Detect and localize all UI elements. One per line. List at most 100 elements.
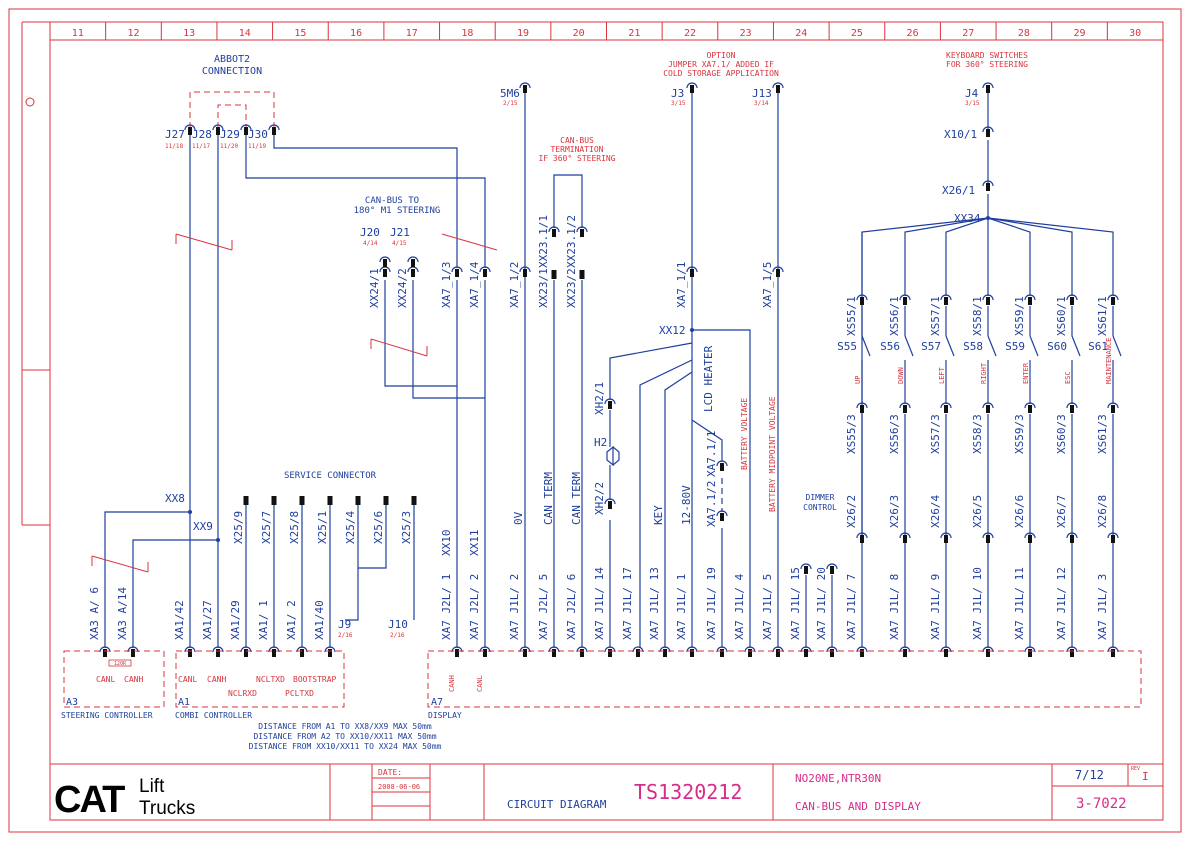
bottom-connector-label: XA1/ 1 — [257, 600, 270, 640]
column-number: 30 — [1129, 28, 1141, 39]
a7-pin-canh: CANH — [448, 675, 456, 692]
bottom-connector-label: XA7 J1L/ 12 — [1055, 567, 1068, 640]
node-xx34: XX34 — [954, 212, 981, 225]
connector-socket — [686, 266, 698, 277]
a3-id: A3 — [66, 697, 78, 708]
ref-j29: J29 — [220, 128, 240, 141]
node-xx11: XX11 — [468, 530, 481, 557]
connector-label: XA7.1/2 — [705, 481, 718, 527]
switch-top-label: XS60/1 — [1055, 296, 1068, 336]
option-note-3: COLD STORAGE APPLICATION — [663, 69, 779, 78]
service-pin — [243, 496, 249, 505]
bottom-socket — [744, 646, 756, 657]
switch-bottom-socket — [1107, 402, 1119, 413]
bottom-socket — [899, 646, 911, 657]
a1-pin-bootstrap: BOOTSTRAP — [293, 675, 337, 684]
a7-id: A7 — [431, 697, 443, 708]
connector-label: XX24/2 — [396, 268, 409, 308]
service-pin-label: X25/1 — [316, 511, 329, 544]
a7-pin-canl: CANL — [476, 675, 484, 692]
switch-label: S55 — [837, 340, 857, 353]
x26-label: X26/2 — [845, 495, 858, 528]
connector-label: XX23.1/1 — [537, 215, 550, 268]
x26-label: X26/3 — [888, 495, 901, 528]
connector-label: XA7_1/1 — [675, 262, 688, 308]
connector-socket — [379, 266, 391, 277]
a1-id: A1 — [178, 697, 190, 708]
service-pin-label: X25/8 — [288, 511, 301, 544]
ref-j28: J28 — [192, 128, 212, 141]
switch-top-label: XS58/1 — [971, 296, 984, 336]
distance-note-2: DISTANCE FROM A2 TO XX10/XX11 MAX 50mm — [253, 732, 436, 741]
connector-socket — [716, 510, 728, 521]
switch-top-socket — [982, 294, 994, 305]
bottom-connector-label: XA7 J1L/ 9 — [929, 574, 942, 640]
connector-label: XA7_1/3 — [440, 262, 453, 308]
x26-label: X26/5 — [971, 495, 984, 528]
keyboard-note-1: KEYBOARD SWITCHES — [946, 51, 1028, 60]
a7-name: DISPLAY — [428, 711, 462, 720]
switch-label: S60 — [1047, 340, 1067, 353]
node-xx9: XX9 — [193, 520, 213, 533]
switch-label: S56 — [880, 340, 900, 353]
connector-label: XH2/2 — [593, 482, 606, 515]
x26-label: X26/6 — [1013, 495, 1026, 528]
abbot-connection: ABBOT2 CONNECTION — [189, 54, 275, 128]
ref-j30-page: 11/19 — [248, 143, 266, 150]
a3-pin-canl: CANL — [96, 675, 115, 684]
switch-bottom-label: XS60/3 — [1055, 414, 1068, 454]
reference-socket — [686, 82, 698, 93]
a1-pin-nclrxd: NCLRXD — [228, 689, 257, 698]
jumper-socket — [184, 124, 196, 135]
switch-top-socket — [1107, 294, 1119, 305]
connector-socket — [548, 226, 560, 237]
bottom-connector-label: XA7 J1L/ 17 — [621, 567, 634, 640]
bottom-socket — [479, 646, 491, 657]
bottom-connector-label: XA1/40 — [313, 600, 326, 640]
service-pin — [383, 496, 389, 505]
switch-top-label: XS61/1 — [1096, 296, 1109, 336]
bottom-socket — [686, 646, 698, 657]
switch-bottom-socket — [982, 402, 994, 413]
connector-label: XX23/2 — [565, 268, 578, 308]
switch-function: ESC — [1064, 371, 1072, 384]
x26-socket — [982, 180, 994, 191]
service-connector-note: SERVICE CONNECTOR — [284, 471, 377, 481]
jumper-socket — [240, 124, 252, 135]
ref-j27: J27 — [165, 128, 185, 141]
signal-12-80v: 12-80V — [680, 485, 693, 525]
x10-socket — [982, 126, 994, 137]
ref-j30: J30 — [248, 128, 268, 141]
title-block: CAT Lift Trucks DATE: 2008-06-06 CIRCUIT… — [50, 763, 1163, 821]
connector-socket — [451, 266, 463, 277]
bottom-connector-label: XA7 J1L/ 19 — [705, 567, 718, 640]
break-marks — [91, 233, 498, 573]
column-number: 28 — [1018, 28, 1030, 39]
connector-pin — [579, 270, 585, 279]
bottom-socket — [982, 646, 994, 657]
x26-label: X26/7 — [1055, 495, 1068, 528]
connector-socket — [407, 266, 419, 277]
top-reference-labels: J27 11/18 J28 11/17 J29 11/20 J30 11/19 … — [165, 87, 980, 639]
abbot-note-line2: CONNECTION — [202, 66, 262, 77]
ref-j3-page: 3/15 — [671, 100, 686, 107]
jumper-socket — [212, 124, 224, 135]
column-number: 17 — [406, 28, 418, 39]
connector-socket — [519, 266, 531, 277]
bottom-connector-label: XA1/29 — [229, 600, 242, 640]
j21-socket — [407, 256, 419, 267]
x26-socket — [856, 532, 868, 543]
bottom-connector-label: XA7 J1L/ 8 — [888, 574, 901, 640]
connector-label: XA7_1/4 — [468, 261, 481, 308]
column-number: 25 — [851, 28, 863, 39]
switch-top-socket — [940, 294, 952, 305]
bottom-connector-label: XA7 J1L/ 3 — [1096, 574, 1109, 640]
ref-j9: J9 — [338, 618, 351, 631]
x26-socket — [1066, 532, 1078, 543]
connector-socket — [604, 498, 616, 509]
switch-top-label: XS56/1 — [888, 296, 901, 336]
column-number: 24 — [795, 28, 807, 39]
